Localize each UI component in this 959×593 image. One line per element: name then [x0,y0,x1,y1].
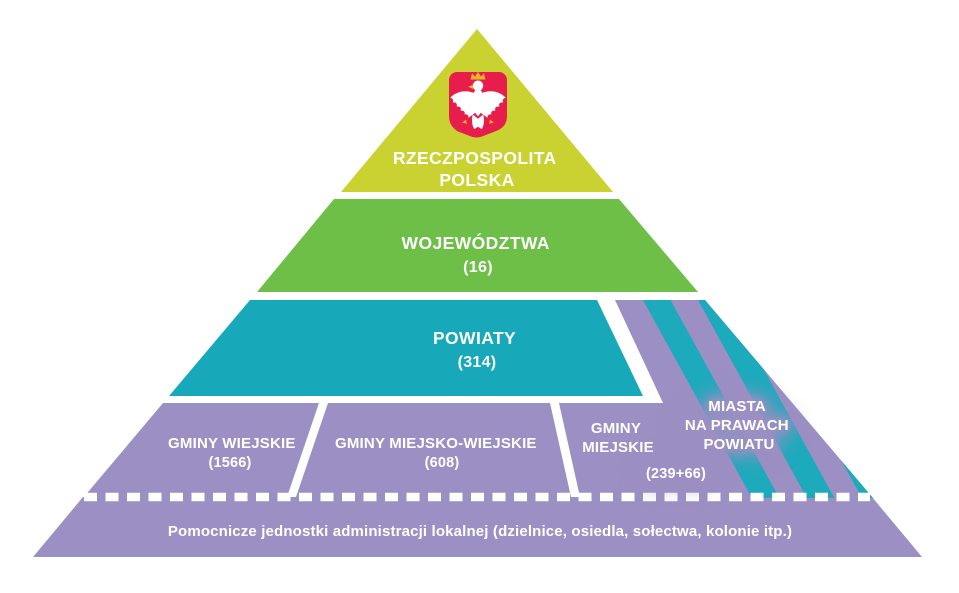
level3-title: POWIATY (314) [433,328,521,371]
separator-wiejskie-miejskowiejskie [287,403,328,497]
miasta-text-group: MIASTA NA PRAWACH POWIATU (239+66) [646,398,793,482]
shared-count: (239+66) [646,466,706,482]
level4-gminy-band [83,403,691,498]
level2-wojewodztwa-shape [257,199,698,292]
eagle-talon-right [489,119,494,124]
gminy-wiejskie-title: GMINY WIEJSKIE (1566) [168,435,300,471]
stripe [698,300,835,498]
level2-title: WOJEWÓDZTWA (16) [402,232,555,276]
level3-count: (314) [458,354,497,371]
eagle-left-wing [450,91,476,118]
eagle-beak [468,84,474,90]
level3-powiaty-shape [169,300,643,396]
level2-count: (16) [463,259,493,276]
gminy-miejskie-line1: GMINY [591,420,641,437]
gminy-miejsko-wiejskie-count: (608) [425,455,460,471]
miasta-line1: MIASTA [708,398,766,415]
separator-miejskowiejskie-miejskie [550,403,580,497]
level1-line2: POLSKA [439,170,514,190]
gminy-miejskie-line2: MIEJSKIE [582,439,654,456]
polish-eagle-emblem-icon [449,71,507,138]
miasta-line2: NA PRAWACH [685,417,789,434]
gminy-wiejskie-label: GMINY WIEJSKIE [168,435,296,452]
eagle-tail [472,114,484,130]
gminy-wiejskie-count: (1566) [208,455,251,471]
gminy-miejskie-title: GMINY MIEJSKIE [582,420,654,456]
eagle-talon-left [462,119,467,124]
level3-label: POWIATY [433,328,516,348]
gminy-miejsko-wiejskie-label: GMINY MIEJSKO-WIEJSKIE [335,435,537,452]
base-strip-label: Pomocnicze jednostki administracji lokal… [168,523,792,540]
miasta-title: MIASTA NA PRAWACH POWIATU [685,398,793,453]
miasta-line3: POWIATU [703,436,774,453]
base-strip [33,497,922,557]
diagonal-gap [597,300,663,403]
level1-line1: RZECZPOSPOLITA [393,148,557,168]
gminy-miejsko-wiejskie-title: GMINY MIEJSKO-WIEJSKIE (608) [335,435,541,471]
eagle-crown [470,71,486,80]
level1-title: RZECZPOSPOLITA POLSKA [393,148,561,190]
stripe [643,300,780,498]
eagle-body [471,80,485,117]
level2-label: WOJEWÓDZTWA [402,232,550,253]
